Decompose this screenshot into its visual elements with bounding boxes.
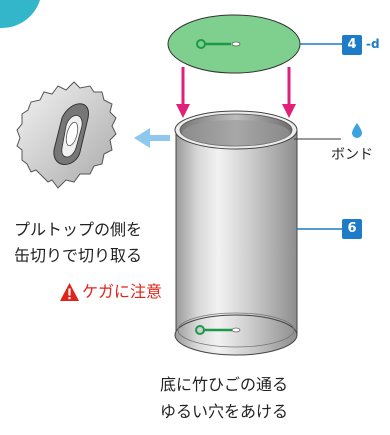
bond-label: ボンド <box>331 147 373 163</box>
remove-arrow <box>134 128 170 148</box>
pulltop-instruction-line1: プルトップの側を <box>14 220 143 239</box>
part-tag-lid: 4 <box>342 35 362 55</box>
caution-text: ケガに注意 <box>82 282 163 301</box>
lid-disc <box>167 14 301 74</box>
cut-lid <box>16 81 117 189</box>
pulltop-instruction-line2: 缶切りで切り取る <box>14 246 143 265</box>
warning-triangle-icon <box>60 283 79 301</box>
bottom-instruction-line2: ゆるい穴をあける <box>160 402 289 421</box>
corner-circle-fragment <box>0 0 40 29</box>
part-tag-lid-suffix: -d <box>366 37 380 51</box>
part-tag-can: 6 <box>342 219 362 239</box>
bottom-instruction-line1: 底に竹ひごの通る <box>160 375 289 394</box>
insert-arrows <box>176 67 296 118</box>
glue-drop-icon <box>352 123 362 138</box>
can <box>174 110 298 356</box>
